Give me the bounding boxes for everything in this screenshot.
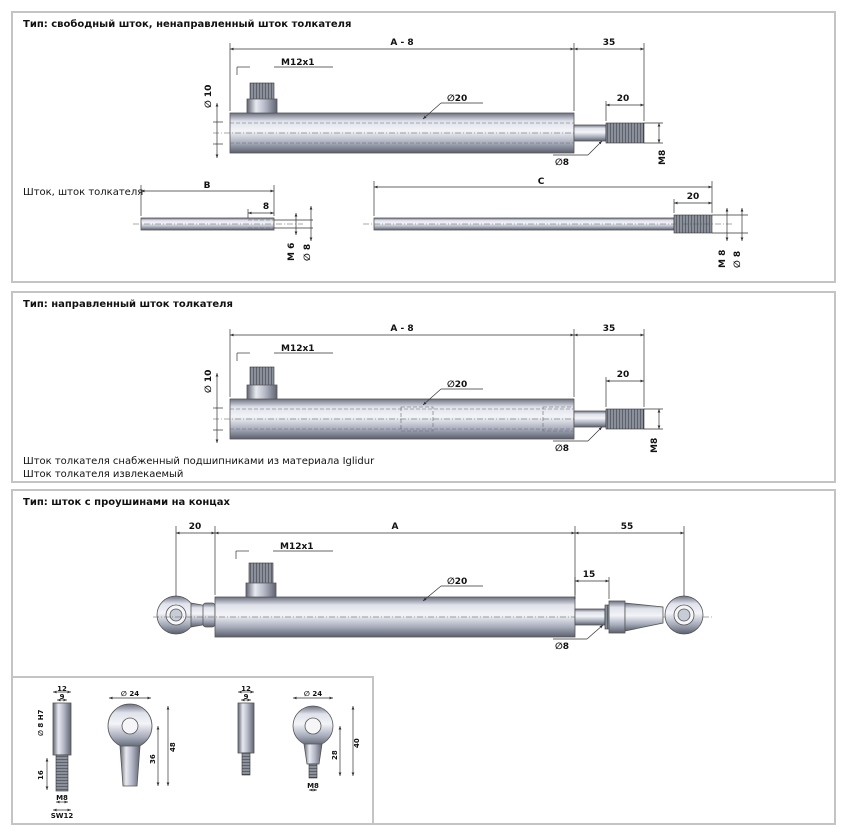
eye-side-view-a	[52, 702, 72, 756]
dim-w9a: 9	[60, 693, 65, 701]
dim-diameter: ∅20	[447, 577, 467, 587]
rod-caption: Шток, шток толкателя	[23, 187, 144, 198]
dim-right: 55	[621, 522, 634, 532]
dim-rod-d: ∅8	[555, 158, 569, 168]
dim-port: M12x1	[281, 344, 315, 354]
panel-title: Тип: свободный шток, ненаправленный шток…	[23, 19, 352, 30]
dim-port: M12x1	[281, 58, 315, 68]
dim-w12a: 12	[57, 685, 67, 693]
dim-thread-len: 20	[617, 94, 630, 104]
dim-diameter: ∅20	[447, 94, 467, 104]
dim-d24a: ∅ 24	[121, 690, 139, 698]
rod-eye-detail-drawing: 12 9 ∅ 8 H7 16 M8 SW12 ∅ 24 48 36 12 9 ∅…	[37, 685, 361, 820]
rod-eyes-drawing: 20 A 55 M12x1 ∅20 15 ∅8	[153, 522, 713, 652]
dim-c: C	[538, 177, 545, 187]
dim-d24b: ∅ 24	[304, 690, 322, 698]
dim-left: 20	[189, 522, 202, 532]
iglidur-note: Шток толкателя снабженный подшипниками и…	[23, 456, 375, 467]
panel-title: Тип: направленный шток толкателя	[23, 299, 233, 310]
piston-rod	[573, 124, 607, 142]
dim-m8a: M8	[56, 794, 68, 802]
dim-h48: 48	[169, 742, 177, 752]
dim-c-m8: M 8	[718, 250, 728, 268]
panel-guided-rod: Тип: направленный шток толкателя Шток то…	[11, 291, 836, 483]
panel-title: Тип: шток с проушинами на концах	[23, 497, 230, 508]
dim-ext: 35	[603, 324, 616, 334]
removable-note: Шток толкателя извлекаемый	[23, 469, 184, 480]
dim-c-d8: ∅ 8	[733, 251, 743, 268]
dim-diameter: ∅20	[447, 380, 467, 390]
dim-port-d: ∅ 10	[204, 85, 214, 108]
dim-overall: A - 8	[390, 324, 413, 334]
dim-h28: 28	[331, 750, 339, 760]
panel-free-rod: Тип: свободный шток, ненаправленный шток…	[11, 11, 836, 283]
guided-rod-drawing: A - 8 35 20 M12x1 ∅20 ∅8 M8 ∅ 10	[204, 324, 663, 454]
piston-rod	[574, 608, 606, 626]
dim-c20: 20	[687, 192, 700, 202]
dim-w9b: 9	[244, 693, 249, 701]
dim-ext: 35	[603, 38, 616, 48]
dim-m8b: M8	[307, 782, 319, 790]
dim-h16: 16	[37, 770, 45, 780]
dim-b8: 8	[263, 202, 269, 212]
dim-h36: 36	[149, 754, 157, 764]
dim-rod-d: ∅8	[555, 444, 569, 454]
dim-port: M12x1	[280, 542, 314, 552]
dim-w12b: 12	[241, 685, 251, 693]
dim-port-d: ∅ 10	[204, 370, 214, 393]
dim-thread-len: 20	[617, 370, 630, 380]
dim-b-d8: ∅ 8	[303, 244, 313, 261]
dim-nut: 15	[583, 570, 596, 580]
dim-overall: A	[392, 522, 399, 532]
dim-rod-thread: M8	[658, 150, 668, 165]
lock-nut	[608, 600, 626, 634]
dim-h7: ∅ 8 H7	[37, 709, 45, 736]
dim-overall: A - 8	[390, 38, 413, 48]
dim-sw: SW12	[51, 812, 74, 820]
rod-thread	[605, 408, 645, 430]
dim-rod-thread: M8	[650, 438, 660, 453]
dim-rod-d: ∅8	[555, 642, 569, 652]
dim-b-m6: M 6	[287, 243, 297, 261]
dim-h40: 40	[353, 738, 361, 748]
panel-rod-eye-detail: 12 9 ∅ 8 H7 16 M8 SW12 ∅ 24 48 36 12 9 ∅…	[11, 676, 374, 825]
eye-side-view-b	[237, 702, 255, 754]
rod-thread	[605, 122, 645, 144]
dim-b: B	[204, 181, 211, 191]
piston-rod	[573, 410, 607, 428]
free-rod-drawing: A - 8 35 20 M12x1 ∅20 ∅8 M8 ∅ 10 B 8	[133, 38, 748, 268]
